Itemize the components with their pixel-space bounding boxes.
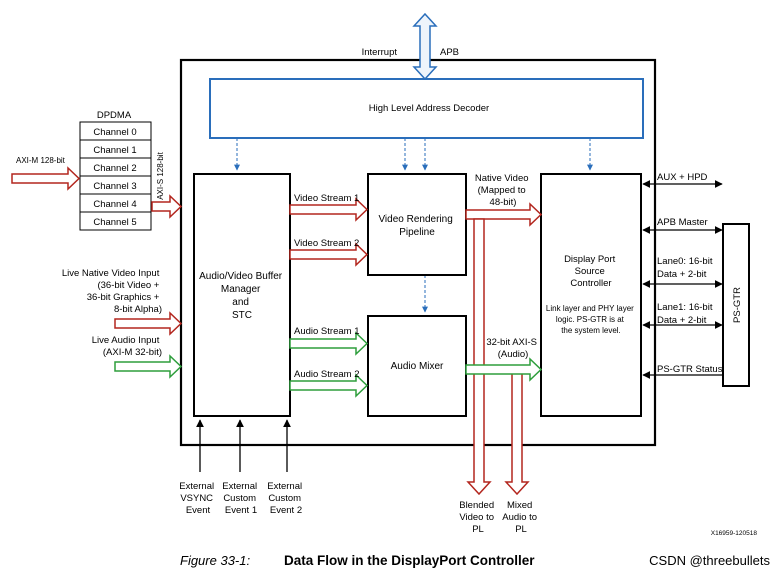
ext-custom2-label: External Custom Event 2 xyxy=(267,481,305,516)
address-decoder-block xyxy=(209,78,644,139)
aux-hpd-label: AUX + HPD xyxy=(657,172,708,183)
axis-32-arrow xyxy=(465,357,543,382)
figure-id: X16959-120518 xyxy=(711,530,758,537)
axim-input-arrow xyxy=(11,166,81,191)
audio-stream-1-label: Audio Stream 1 xyxy=(294,326,359,337)
dpdma-title: DPDMA xyxy=(97,110,132,121)
caption-figure-number: Figure 33-1: xyxy=(180,553,250,568)
blended-video-arrow xyxy=(466,218,492,496)
buffer-manager-block xyxy=(193,173,291,417)
dp-source-block xyxy=(540,173,642,417)
right-bus-lines xyxy=(642,180,723,379)
apb-label: APB xyxy=(440,47,459,58)
axim-128-label: AXI-M 128-bit xyxy=(16,156,66,165)
audio-stream-2-label: Audio Stream 2 xyxy=(294,369,359,380)
controller-boundary xyxy=(179,58,657,447)
dpdma-channel-3: Channel 3 xyxy=(93,181,136,192)
apb-interrupt-arrow xyxy=(412,12,438,81)
audio-stream-2-arrow xyxy=(289,373,369,398)
ps-gtr-status-label: PS-GTR Status xyxy=(657,364,723,375)
video-rendering-block xyxy=(367,173,467,276)
live-video-label: Live Native Video Input (36-bit Video + … xyxy=(62,268,162,315)
ext-vsync-label: External VSYNC Event xyxy=(179,481,217,516)
dpdma-channel-1: Channel 1 xyxy=(93,145,136,156)
lane0-label: Lane0: 16-bit Data + 2-bit xyxy=(657,256,715,280)
csdn-watermark: CSDN @threebullets xyxy=(649,553,770,568)
caption-title: Data Flow in the DisplayPort Controller xyxy=(284,553,535,568)
dpdma-channel-0: Channel 0 xyxy=(93,127,136,138)
ps-gtr-block xyxy=(722,223,750,387)
external-event-lines xyxy=(196,419,291,472)
audio-arrows xyxy=(114,331,543,398)
interrupt-label: Interrupt xyxy=(362,47,398,58)
audio-mixer-label: Audio Mixer xyxy=(391,361,444,372)
video-stream-1-arrow xyxy=(289,197,369,222)
live-video-arrow xyxy=(114,311,183,336)
video-stream-2-label: Video Stream 2 xyxy=(294,238,359,249)
dpdma-channel-5: Channel 5 xyxy=(93,217,136,228)
native-video-label: Native Video (Mapped to 48-bit) xyxy=(475,173,531,208)
blended-video-label: Blended Video to PL xyxy=(459,500,497,535)
live-audio-label: Live Audio Input (AXI-M 32-bit) xyxy=(92,335,162,358)
video-rendering-label: Video Rendering Pipeline xyxy=(378,214,455,238)
video-stream-2-arrow xyxy=(289,242,369,267)
dp-note: Link layer and PHY layer logic. PS-GTR i… xyxy=(546,304,636,335)
mixed-audio-arrow xyxy=(504,371,530,496)
dp-source-label: Display Port Source Controller xyxy=(564,254,618,289)
live-audio-arrow xyxy=(114,354,183,379)
dpdma-channels: Channel 0 Channel 1 Channel 2 Channel 3 … xyxy=(79,121,152,231)
address-decoder-label: High Level Address Decoder xyxy=(369,103,489,114)
dpdma-to-buffer-arrow xyxy=(151,194,183,219)
video-arrows xyxy=(11,166,543,496)
dpdma-channel-4: Channel 4 xyxy=(93,199,136,210)
axis-128-label: AXI-S 128-bit xyxy=(156,151,165,199)
lane1-label: Lane1: 16-bit Data + 2-bit xyxy=(657,302,715,326)
mixed-audio-label: Mixed Audio to PL xyxy=(502,500,540,535)
dpdma-channel-2: Channel 2 xyxy=(93,163,136,174)
axis-32-label: 32-bit AXI-S (Audio) xyxy=(486,337,539,360)
control-lines xyxy=(234,138,593,313)
audio-stream-1-arrow xyxy=(289,331,369,356)
video-stream-1-label: Video Stream 1 xyxy=(294,193,359,204)
apb-master-label: APB Master xyxy=(657,217,708,228)
buffer-manager-label: Audio/Video Buffer Manager and STC xyxy=(199,271,285,321)
ps-gtr-label: PS-GTR xyxy=(732,287,743,323)
ext-custom1-label: External Custom Event 1 xyxy=(222,481,260,516)
